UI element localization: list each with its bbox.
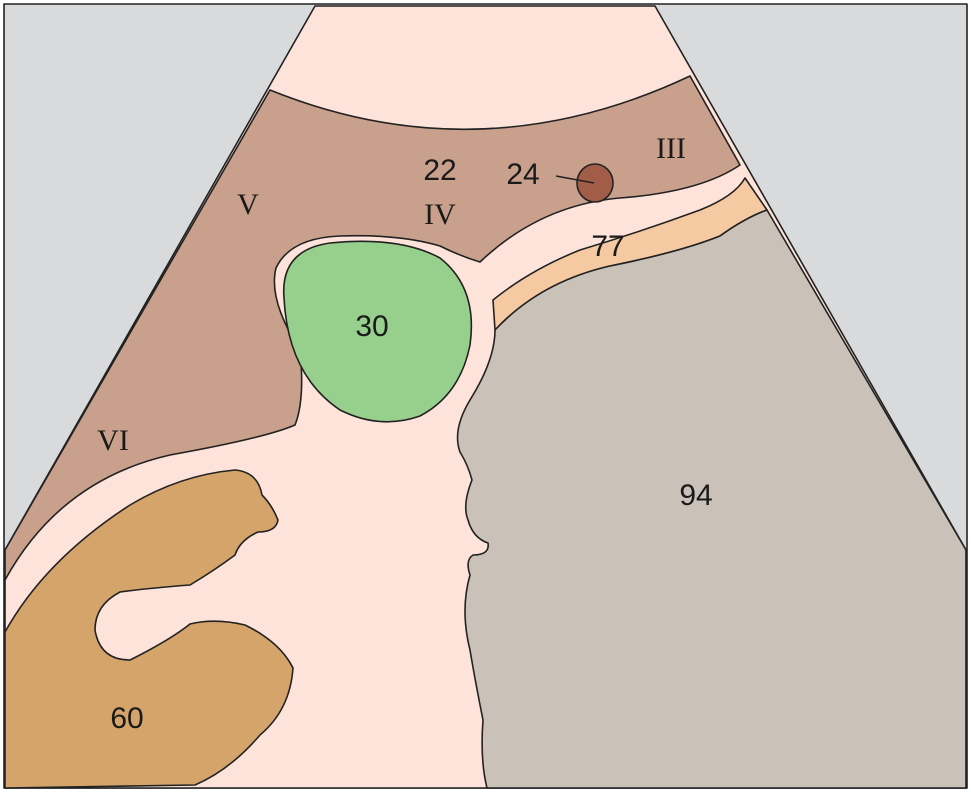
label-22: 22 bbox=[423, 154, 456, 187]
gallbladder-30 bbox=[282, 240, 473, 423]
label-60: 60 bbox=[110, 702, 143, 735]
label-77: 77 bbox=[591, 230, 624, 263]
label-segment-iii: III bbox=[656, 132, 686, 165]
label-30: 30 bbox=[355, 310, 388, 343]
label-segment-v: V bbox=[237, 188, 259, 221]
structure-60 bbox=[4, 469, 294, 789]
label-segment-vi: VI bbox=[97, 424, 129, 457]
label-segment-iv: IV bbox=[424, 198, 456, 231]
label-24: 24 bbox=[506, 158, 539, 191]
liver-region bbox=[4, 75, 741, 581]
label-94: 94 bbox=[679, 479, 712, 512]
structure-24 bbox=[576, 163, 614, 203]
pointer-line-24 bbox=[555, 175, 595, 184]
structure-94 bbox=[456, 209, 967, 789]
